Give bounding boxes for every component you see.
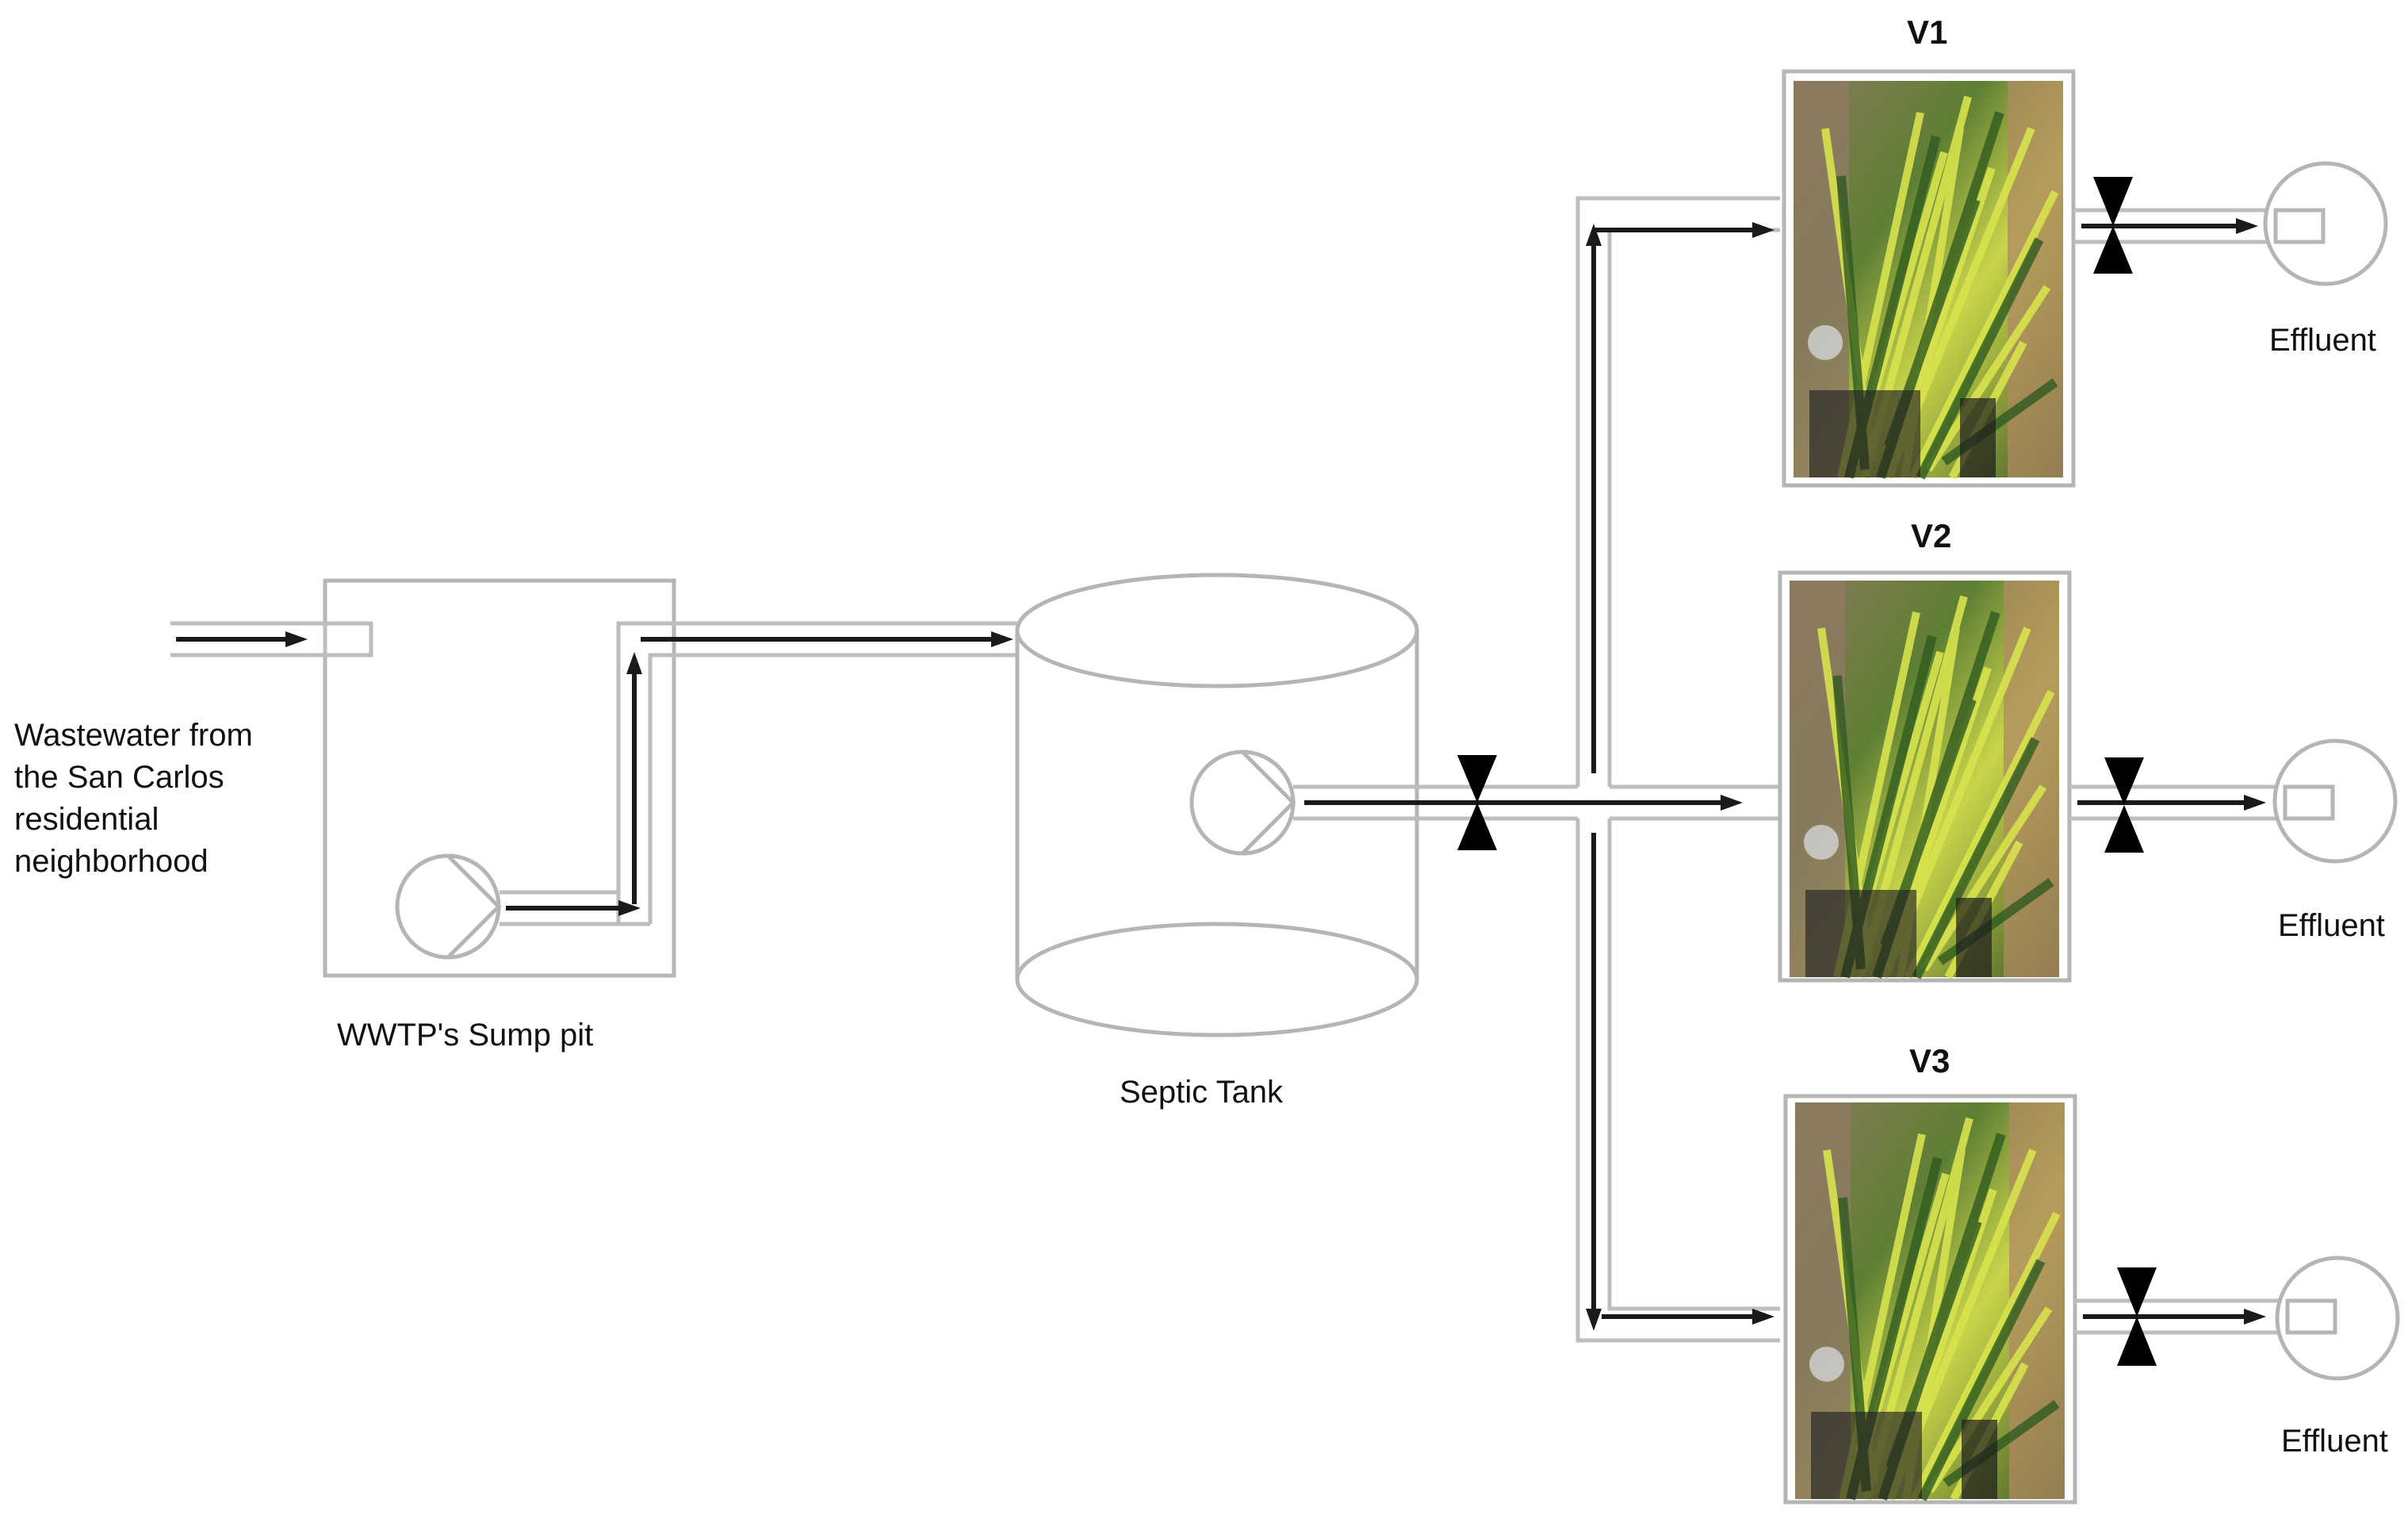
valve-v1-icon: [2093, 177, 2133, 274]
inlet-pipe: [170, 621, 325, 658]
inlet-label-line-1: Wastewater from: [14, 718, 253, 753]
v3-label: V3: [1909, 1042, 1950, 1079]
septic-pump-icon: [1189, 750, 1296, 856]
valve-v2-icon: [2104, 757, 2144, 853]
inlet-label-line-3: residential: [14, 802, 159, 837]
main-valve-icon: [1457, 755, 1497, 850]
effluent-label-1: Effluent: [2269, 323, 2376, 358]
outlet-v3: [2075, 1256, 2400, 1381]
wetland-v2: [1778, 570, 2072, 983]
inlet-label-line-2: the San Carlos: [14, 760, 224, 795]
wetland-v3: [1783, 1094, 2077, 1505]
sump-pit: [323, 578, 1019, 978]
effluent-label-3: Effluent: [2281, 1424, 2388, 1459]
septic-tank-label: Septic Tank: [1120, 1075, 1284, 1110]
sump-pit-label: WWTP's Sump pit: [337, 1018, 593, 1052]
valve-v3-icon: [2117, 1267, 2157, 1366]
wetland-v1: [1782, 69, 2076, 488]
v2-label: V2: [1911, 517, 1951, 554]
outlet-v1: [2073, 161, 2388, 286]
distribution-manifold: [1293, 196, 1780, 1343]
inlet-label-line-4: neighborhood: [14, 844, 209, 879]
v1-label: V1: [1907, 13, 1947, 51]
outlet-v2: [2069, 738, 2398, 864]
sump-pump-icon: [395, 853, 502, 960]
effluent-label-2: Effluent: [2278, 908, 2385, 943]
